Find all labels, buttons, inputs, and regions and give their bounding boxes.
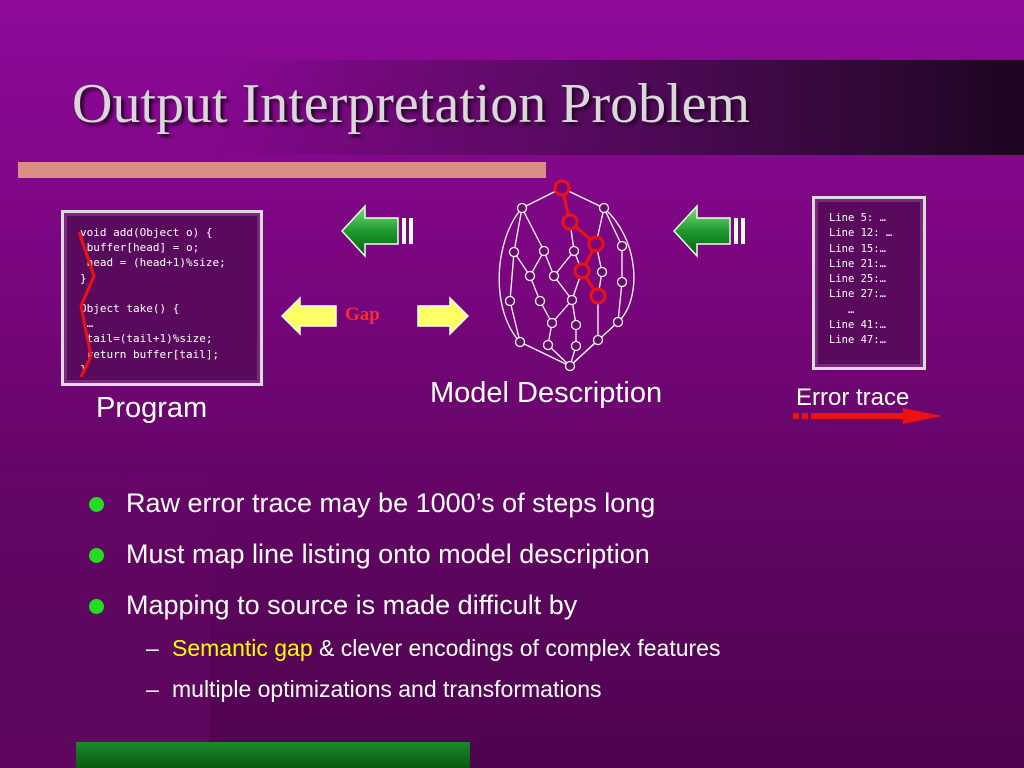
sub-bullet-list: –Semantic gap & clever encodings of comp… bbox=[146, 628, 720, 710]
code-line: Object take() { bbox=[80, 302, 180, 316]
sub-bullet-item: –multiple optimizations and transformati… bbox=[146, 669, 720, 710]
dash-icon: – bbox=[146, 676, 159, 702]
bullet-dot-icon bbox=[89, 599, 104, 614]
dash-icon: – bbox=[146, 635, 159, 661]
bullet-text: Raw error trace may be 1000’s of steps l… bbox=[126, 488, 656, 518]
gap-arrow-left bbox=[280, 296, 337, 336]
trace-line: Line 25:… bbox=[829, 273, 886, 286]
title-band bbox=[210, 60, 1024, 155]
trace-line: Line 15:… bbox=[829, 242, 886, 255]
program-code: void add(Object o) { buffer[head] = o; h… bbox=[80, 225, 226, 377]
error-trace-label: Error trace bbox=[796, 384, 910, 411]
trace-line: Line 5: … bbox=[829, 212, 886, 224]
model-error-path bbox=[553, 179, 607, 305]
gap-arrow-right bbox=[417, 296, 470, 336]
semantic-gap-highlight: Semantic gap bbox=[172, 635, 313, 661]
trace-line: Line 12: … bbox=[829, 227, 893, 240]
bullet-item: Mapping to source is made difficult by bbox=[88, 580, 655, 631]
trace-line: Line 41:… bbox=[829, 319, 886, 332]
code-line: … bbox=[80, 317, 94, 331]
title-rule bbox=[18, 162, 546, 178]
arrow-left-green-1 bbox=[340, 204, 413, 258]
program-code-box: void add(Object o) { buffer[head] = o; h… bbox=[61, 210, 263, 386]
trace-line: Line 21:… bbox=[829, 257, 886, 270]
trace-line: … bbox=[829, 303, 855, 316]
program-error-path bbox=[77, 231, 96, 378]
bullet-dot-icon bbox=[89, 548, 104, 563]
code-line: tail=(tail+1)%size; bbox=[80, 332, 213, 346]
code-line: void add(Object o) { bbox=[80, 226, 213, 239]
error-trace-lines: Line 5: … Line 12: … Line 15:… Line 21:…… bbox=[829, 211, 892, 349]
bullet-item: Must map line listing onto model descrip… bbox=[88, 529, 655, 580]
model-description-label: Model Description bbox=[430, 377, 663, 409]
background-band-left bbox=[0, 460, 210, 768]
sub-bullet-text: multiple optimizations and transformatio… bbox=[172, 676, 602, 702]
code-line: return buffer[tail]; bbox=[80, 347, 220, 361]
bullet-dot-icon bbox=[89, 497, 104, 512]
code-line: head = (head+1)%size; bbox=[80, 256, 226, 270]
bullet-list: Raw error trace may be 1000’s of steps l… bbox=[88, 478, 655, 631]
model-graph-nodes bbox=[504, 202, 628, 372]
bullet-item: Raw error trace may be 1000’s of steps l… bbox=[88, 478, 655, 529]
code-line: } bbox=[80, 271, 87, 285]
error-trace-legend-line bbox=[793, 408, 942, 424]
program-label: Program bbox=[96, 392, 208, 424]
trace-line: Line 47:… bbox=[829, 334, 886, 347]
slide-title: Output Interpretation Problem bbox=[72, 73, 751, 135]
sub-bullet-item: –Semantic gap & clever encodings of comp… bbox=[146, 628, 720, 669]
sub-bullet-text: & clever encodings of complex features bbox=[312, 635, 721, 661]
trace-line: Line 27:… bbox=[829, 288, 886, 301]
bullet-text: Mapping to source is made difficult by bbox=[126, 590, 578, 620]
error-trace-box: Line 5: … Line 12: … Line 15:… Line 21:…… bbox=[812, 196, 926, 370]
arrow-left-green-2 bbox=[672, 204, 745, 258]
code-line: buffer[head] = o; bbox=[80, 241, 200, 255]
footer-green-bar bbox=[76, 742, 470, 768]
gap-label: Gap bbox=[345, 304, 380, 325]
bullet-text: Must map line listing onto model descrip… bbox=[126, 539, 650, 569]
